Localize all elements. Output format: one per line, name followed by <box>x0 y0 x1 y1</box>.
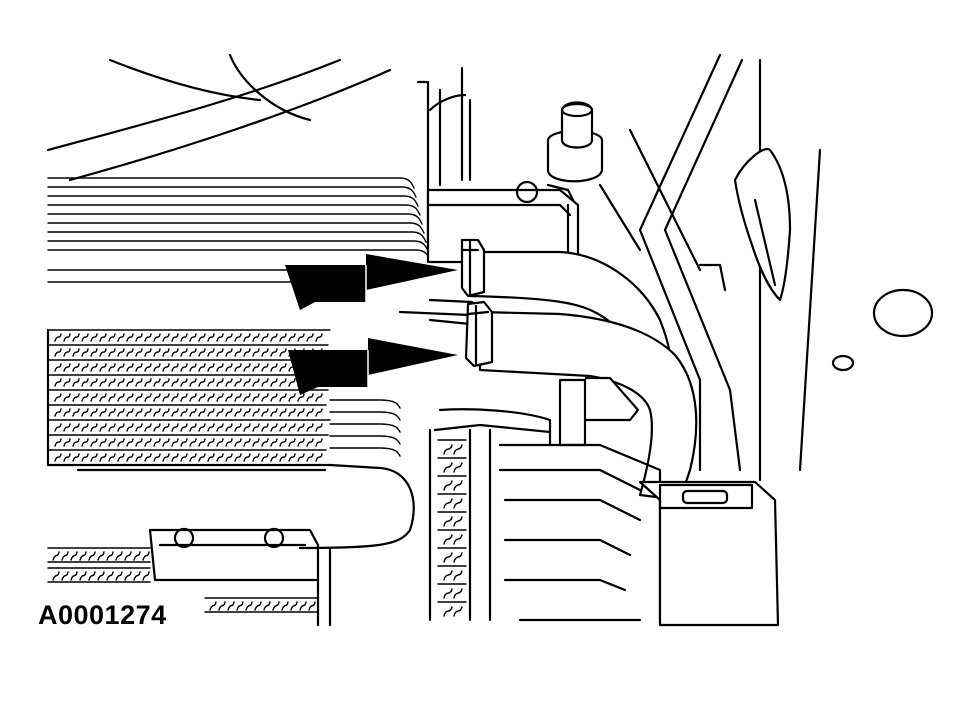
hose-support-bracket <box>433 376 640 447</box>
radiator-core-outline <box>46 328 415 550</box>
lower-bracket <box>148 527 332 627</box>
body-hole-large <box>872 288 934 338</box>
arrow-lower-hose-clamp <box>288 338 458 395</box>
arrow-upper-hose-clamp <box>285 254 458 310</box>
figure-id-label: A0001274 <box>38 600 167 630</box>
upper-hose-clamp <box>460 238 486 298</box>
lower-hatched-strips <box>47 547 319 613</box>
lower-center-assembly <box>428 428 662 622</box>
body-hole-small <box>831 354 855 372</box>
lower-hose-clamp <box>464 300 494 368</box>
side-hatched-fins <box>437 439 467 617</box>
body-panel-curves <box>46 53 392 182</box>
radiator-core-fins <box>47 329 401 462</box>
reservoir-mount <box>638 480 780 627</box>
right-body-structure <box>598 53 822 482</box>
lower-hose <box>398 298 698 502</box>
outlet-housing <box>426 180 580 264</box>
coolant-sensor <box>546 101 604 212</box>
